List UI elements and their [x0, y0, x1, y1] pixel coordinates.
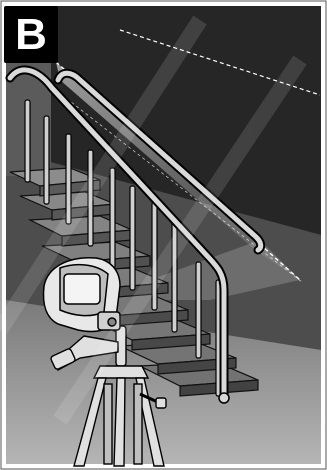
panel-label: B — [4, 6, 58, 63]
line-laser-level-icon — [44, 258, 120, 332]
